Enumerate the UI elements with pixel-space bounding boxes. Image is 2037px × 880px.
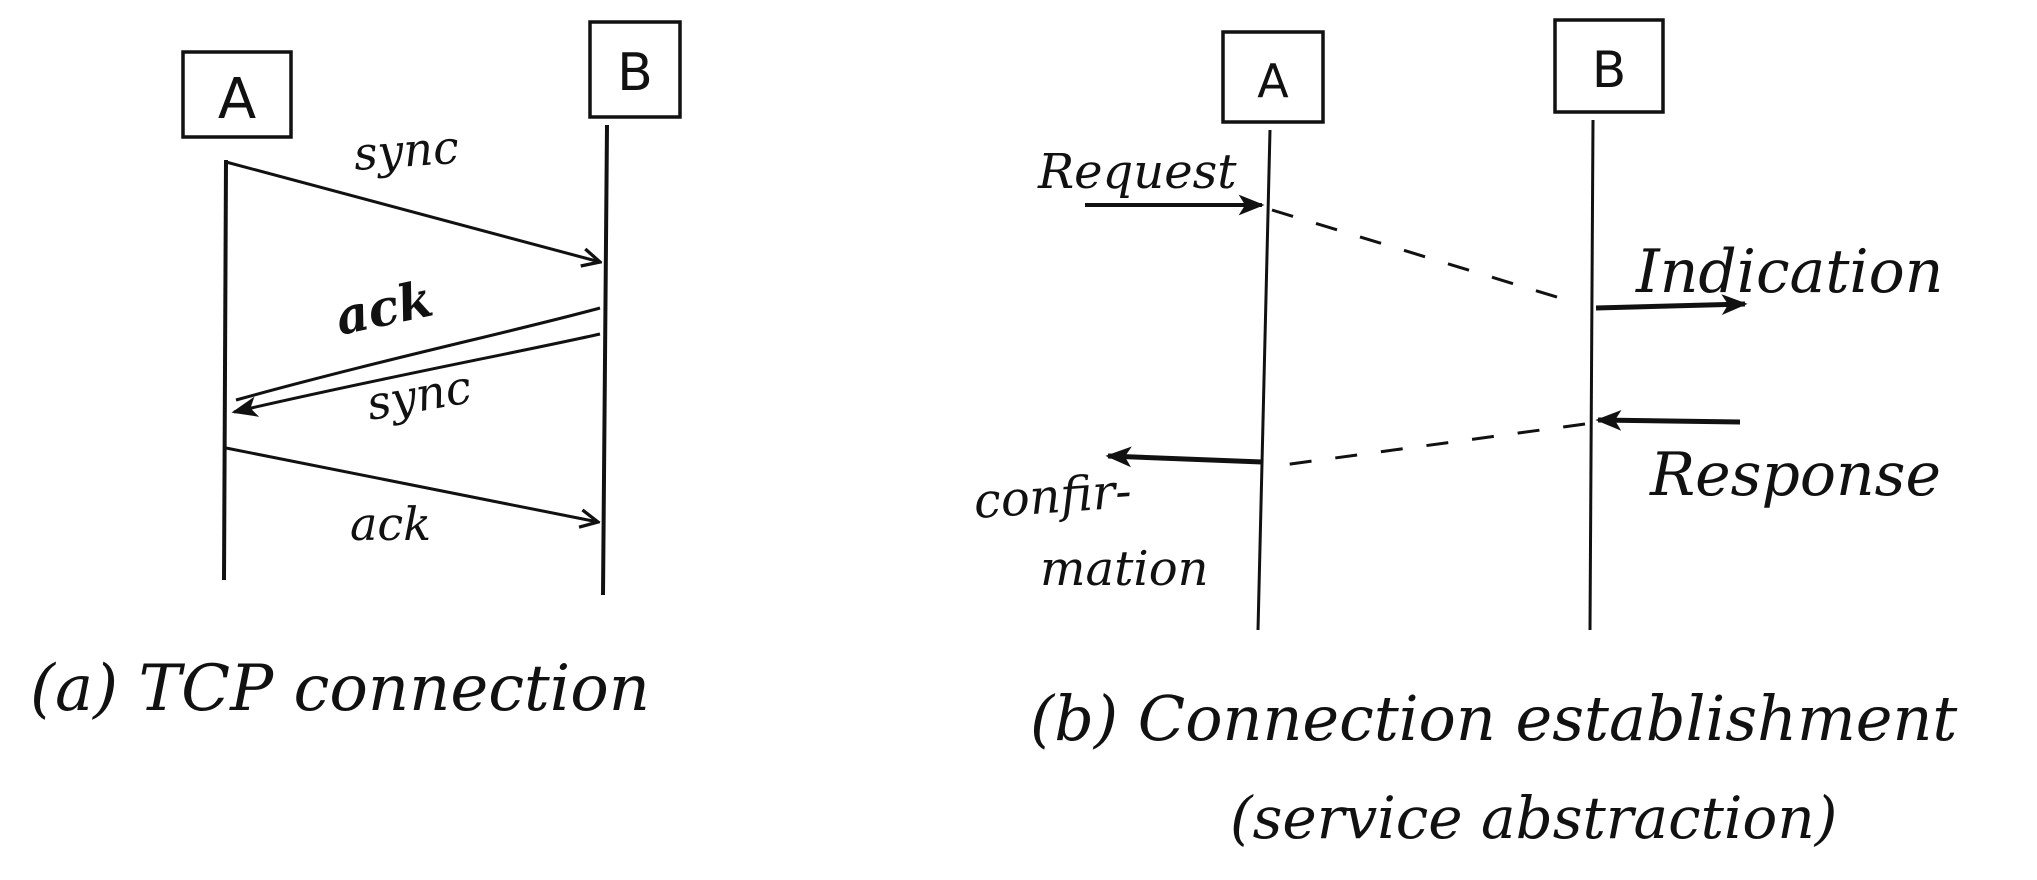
panel-b-confirmation-label-line1: confir- <box>972 463 1133 530</box>
panel-b-request-label: Request <box>1037 144 1237 200</box>
panel-a-sync-label-1: sync <box>352 120 460 181</box>
panel-b-lifeline-b <box>1588 119 1595 631</box>
panel-a-entity-b-box <box>588 20 682 119</box>
panel-b-indication-arrow <box>1595 294 1748 316</box>
panel-a-entity-a-box <box>181 50 293 139</box>
panel-a-ack-arrow-2 <box>225 446 598 522</box>
panel-b-caption-line2: (service abstraction) <box>1230 784 1837 852</box>
panel-b-lifeline-a <box>1256 129 1272 631</box>
panel-b-dashed-request-path <box>1271 208 1561 300</box>
panel-a-sync-label-2: sync <box>363 359 476 430</box>
panel-b-entity-a-box <box>1221 30 1325 124</box>
panel-a-entity-a-label: A <box>218 67 256 132</box>
panel-a-entity-b-label: B <box>617 43 653 103</box>
panel-a-ack-sync-arrow-upper <box>235 306 601 402</box>
panel-a-lifeline-a <box>222 159 228 581</box>
panel-a-ack-label-1: ack <box>330 269 438 347</box>
panel-b-service-abstraction: A B Request Indication Response confir- … <box>972 18 1957 852</box>
panel-b-caption-line1: (b) Connection establishment <box>1030 682 1957 755</box>
panel-b-dashed-response-path <box>1275 422 1586 468</box>
panel-b-response-arrow <box>1595 409 1741 431</box>
panel-a-ack-label-2: ack <box>350 497 431 551</box>
panel-b-confirmation-label-line2: mation <box>1040 541 1209 597</box>
panel-a-tcp-connection: A B sync ack sync ack (a) TCP connection <box>30 20 682 726</box>
panel-a-lifeline-b <box>601 124 609 596</box>
panel-b-entity-b-box <box>1553 18 1665 114</box>
panel-a-caption: (a) TCP connection <box>30 652 650 726</box>
panel-b-entity-b-label: B <box>1592 41 1626 99</box>
panel-b-response-label: Response <box>1649 440 1941 510</box>
panel-b-confirmation-arrow <box>1105 446 1263 468</box>
panel-a-sync-arrow-1 <box>225 160 600 262</box>
panel-a-ack-sync-arrow-lower <box>231 332 601 417</box>
panel-b-entity-a-label: A <box>1257 54 1289 108</box>
panel-b-indication-label: Indication <box>1635 237 1943 307</box>
